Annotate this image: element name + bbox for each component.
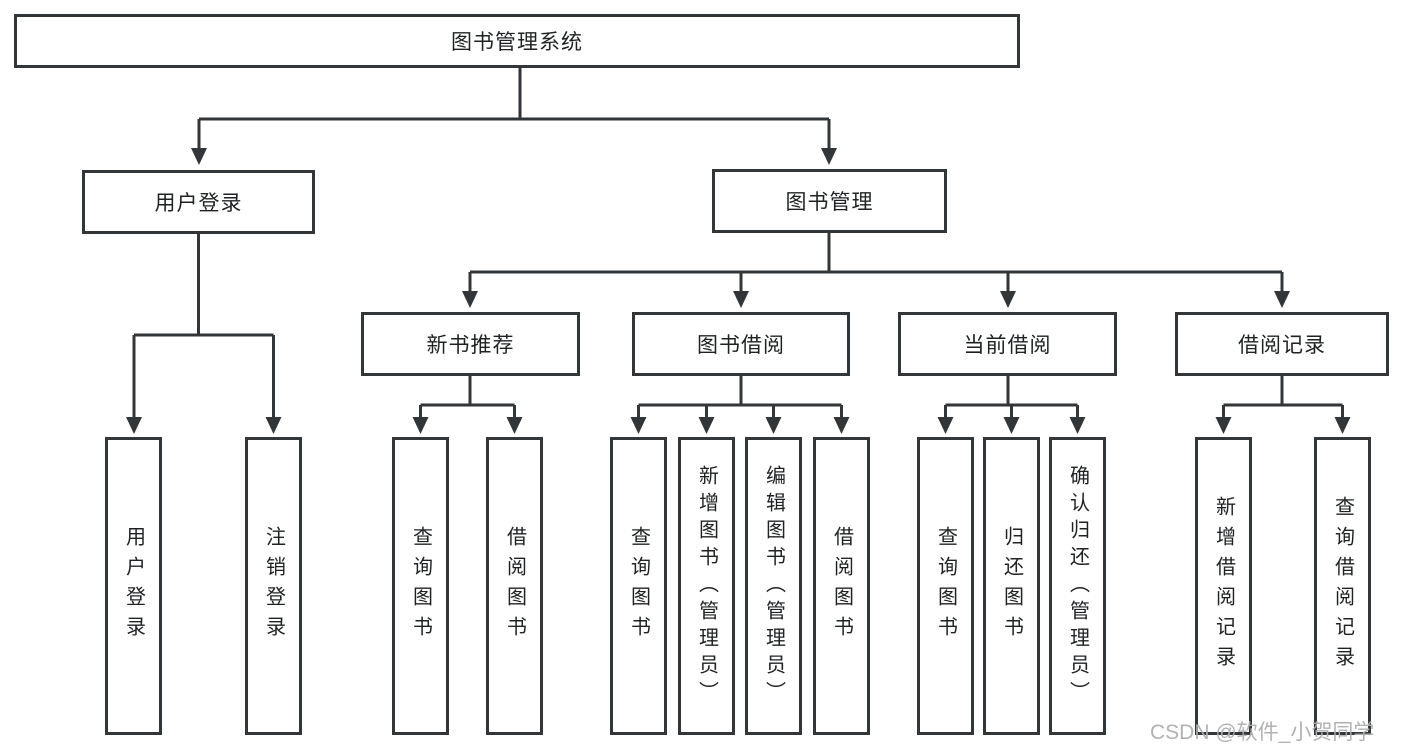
leaf-label: 编辑图书（管理员） bbox=[762, 464, 785, 708]
leaf-query-borrow-record: 查询借阅记录 bbox=[1314, 437, 1371, 735]
node-label: 用户登录 bbox=[154, 192, 243, 215]
leaf-label: 查询借阅记录 bbox=[1331, 496, 1354, 676]
node-borrow-record: 借阅记录 bbox=[1175, 312, 1389, 376]
leaf-return-book: 归还图书 bbox=[983, 437, 1040, 735]
leaf-label: 新增图书（管理员） bbox=[695, 464, 718, 708]
leaf-borrow-book-recommend: 借阅图书 bbox=[486, 437, 543, 735]
leaf-label: 确认归还（管理员） bbox=[1066, 464, 1089, 708]
csdn-watermark: CSDN @软件_小贺同学 bbox=[1150, 721, 1375, 744]
leaf-add-borrow-record: 新增借阅记录 bbox=[1195, 437, 1252, 735]
node-current-borrow: 当前借阅 bbox=[898, 312, 1117, 376]
leaf-label: 注销登录 bbox=[262, 526, 285, 646]
leaf-user-login: 用户登录 bbox=[105, 437, 162, 735]
leaf-add-book-admin: 新增图书（管理员） bbox=[678, 437, 735, 735]
node-book-management-branch: 图书管理 bbox=[712, 169, 947, 233]
node-label: 新书推荐 bbox=[426, 334, 515, 357]
leaf-query-book-borrow: 查询图书 bbox=[610, 437, 667, 735]
leaf-confirm-return-admin: 确认归还（管理员） bbox=[1049, 437, 1106, 735]
leaf-label: 归还图书 bbox=[1000, 526, 1023, 646]
leaf-logout: 注销登录 bbox=[245, 437, 302, 735]
node-label: 图书管理 bbox=[785, 191, 874, 214]
node-user-login-branch: 用户登录 bbox=[82, 170, 315, 234]
node-label: 借阅记录 bbox=[1238, 334, 1326, 357]
leaf-label: 查询图书 bbox=[409, 526, 432, 646]
leaf-label: 借阅图书 bbox=[830, 526, 853, 646]
node-new-book-recommend: 新书推荐 bbox=[361, 312, 580, 376]
leaf-label: 用户登录 bbox=[122, 526, 145, 646]
leaf-query-book-recommend: 查询图书 bbox=[392, 437, 449, 735]
leaf-label: 新增借阅记录 bbox=[1212, 496, 1235, 676]
node-label: 当前借阅 bbox=[963, 334, 1052, 357]
leaf-query-book-current: 查询图书 bbox=[917, 437, 974, 735]
leaf-edit-book-admin: 编辑图书（管理员） bbox=[745, 437, 802, 735]
leaf-borrow-book: 借阅图书 bbox=[813, 437, 870, 735]
node-root-label: 图书管理系统 bbox=[451, 31, 583, 54]
leaf-label: 查询图书 bbox=[627, 526, 650, 646]
node-root-system: 图书管理系统 bbox=[14, 14, 1020, 68]
leaf-label: 查询图书 bbox=[934, 526, 957, 646]
node-book-borrow: 图书借阅 bbox=[632, 312, 850, 376]
leaf-label: 借阅图书 bbox=[503, 526, 526, 646]
node-label: 图书借阅 bbox=[697, 334, 785, 357]
